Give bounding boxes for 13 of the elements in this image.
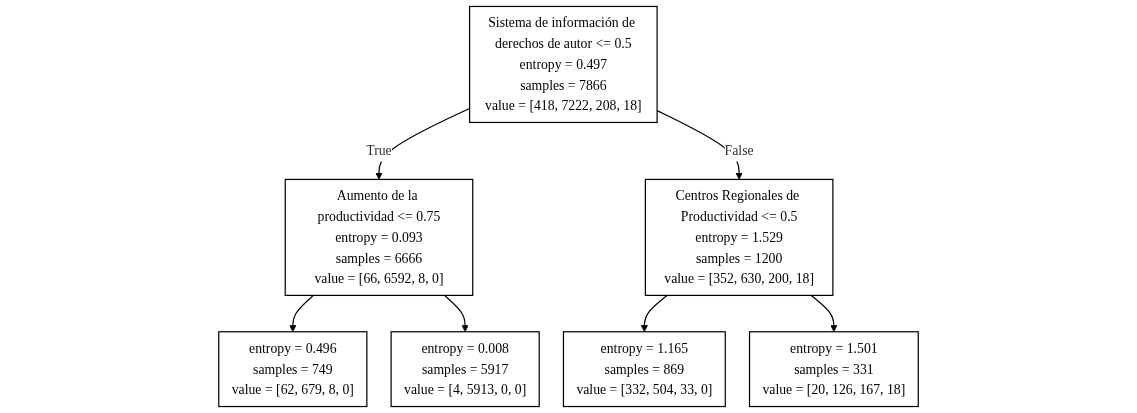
- node-box: Centros Regionales de Productividad <= 0.5 entropy = 1.529 samples = 1200 value = [352, 630, 200, 18]: [644, 178, 834, 296]
- arrow: [640, 294, 668, 333]
- node-box: entropy = 1.501 samples = 331 value = [20, 126, 167, 18]: [748, 331, 919, 408]
- arrow: [289, 294, 314, 333]
- edge-label: True: [366, 143, 392, 159]
- edge-label: False: [724, 143, 754, 159]
- node-box: Aumento de la productividad <= 0.75 entropy = 0.093 samples = 6666 value = [66, 6592, 8, 0]: [284, 178, 474, 296]
- node-box: entropy = 1.165 samples = 869 value = [332, 504, 33, 0]: [562, 331, 726, 408]
- node-box: entropy = 0.008 samples = 5917 value = [4, 5913, 0, 0]: [390, 331, 540, 408]
- arrow: [810, 294, 838, 333]
- node-box: Sistema de información de derechos de autor <= 0.5 entropy = 0.497 samples = 7866 value = [418, 7222, 208, 18]: [469, 5, 658, 124]
- arrow: [443, 294, 469, 333]
- node-box: entropy = 0.496 samples = 749 value = [62, 679, 8, 0]: [218, 331, 368, 408]
